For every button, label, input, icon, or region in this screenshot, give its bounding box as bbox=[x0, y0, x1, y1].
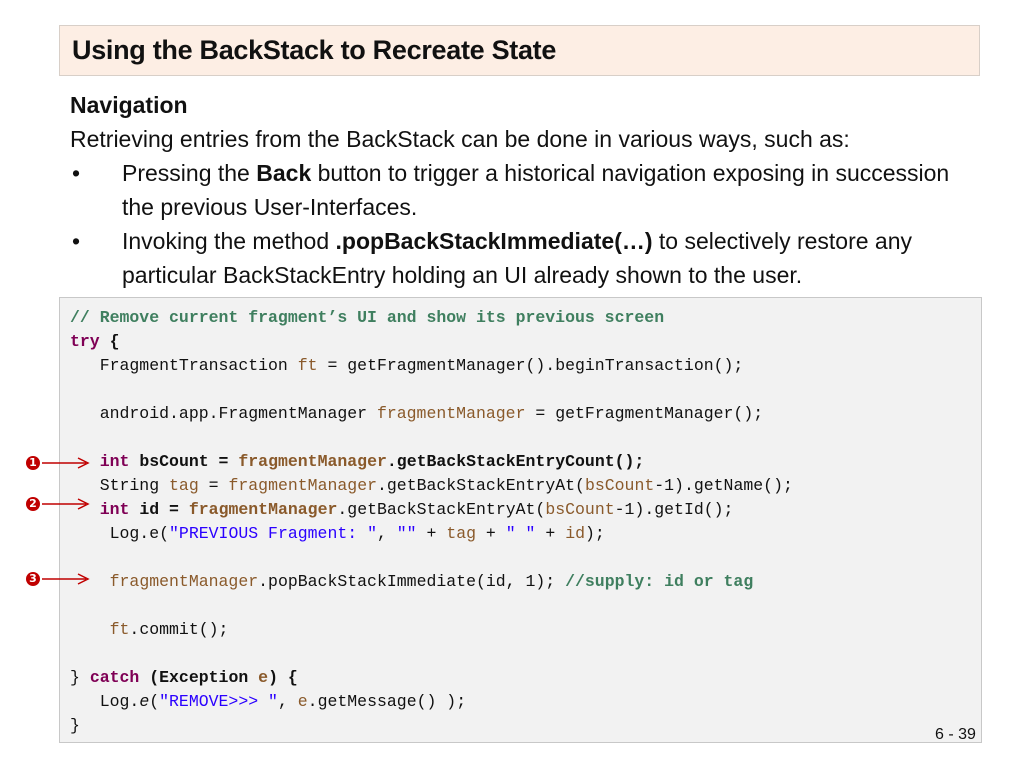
code-variable: fragmentManager bbox=[188, 500, 338, 519]
code-text: } bbox=[70, 716, 80, 735]
code-block: // Remove current fragment’s UI and show… bbox=[59, 297, 982, 743]
marker-2-icon: 2 bbox=[26, 497, 40, 511]
code-string: " " bbox=[505, 524, 536, 543]
bullet-item-popbackstack: • Invoking the method .popBackStackImmed… bbox=[70, 224, 970, 292]
code-string: "REMOVE>>> " bbox=[159, 692, 278, 711]
code-variable: id bbox=[565, 524, 585, 543]
code-text: String bbox=[70, 476, 170, 495]
bullet-text: Invoking the method bbox=[122, 228, 336, 254]
section-heading: Navigation bbox=[70, 92, 188, 118]
code-text: = getFragmentManager(); bbox=[525, 404, 764, 423]
code-text: , bbox=[277, 692, 298, 711]
code-text: = bbox=[198, 476, 229, 495]
code-text: bsCount = bbox=[129, 452, 239, 471]
code-text bbox=[70, 620, 110, 639]
marker-1-icon: 1 bbox=[26, 456, 40, 470]
bullet-text: to selectively restore any particular Ba… bbox=[122, 228, 913, 288]
code-text: + bbox=[476, 524, 506, 543]
bullet-text: button to trigger a historical navigatio… bbox=[122, 160, 950, 220]
code-italic-text: e bbox=[139, 692, 150, 711]
code-text: FragmentTransaction bbox=[70, 356, 298, 375]
code-variable: tag bbox=[169, 476, 199, 495]
code-text: .popBackStackImmediate(id, 1); bbox=[258, 572, 566, 591]
code-variable: ft bbox=[297, 356, 318, 375]
bullet-bold-text: .popBackStackImmediate(…) bbox=[335, 228, 653, 254]
code-comment: // Remove current fragment’s UI and show… bbox=[70, 308, 665, 327]
code-listing: // Remove current fragment’s UI and show… bbox=[70, 306, 793, 738]
arrow-3-icon bbox=[42, 573, 90, 585]
code-text: .getMessage() ); bbox=[307, 692, 467, 711]
code-text: + bbox=[535, 524, 566, 543]
code-variable: tag bbox=[446, 524, 477, 543]
marker-3-icon: 3 bbox=[26, 572, 40, 586]
code-variable: e bbox=[258, 668, 269, 687]
code-variable: fragmentManager bbox=[228, 476, 377, 495]
code-keyword: int bbox=[99, 452, 130, 471]
bullet-dot: • bbox=[72, 160, 81, 186]
code-text: -1).getId(); bbox=[614, 500, 734, 519]
slide-title-bar: Using the BackStack to Recreate State bbox=[59, 25, 980, 76]
code-text: , bbox=[376, 524, 397, 543]
page-number: 6 - 39 bbox=[935, 726, 976, 743]
code-keyword: int bbox=[99, 500, 130, 519]
code-variable: e bbox=[297, 692, 308, 711]
code-text: { bbox=[99, 332, 120, 351]
bullet-bold-text: Back bbox=[256, 160, 312, 186]
code-variable: bsCount bbox=[584, 476, 655, 495]
code-text: ( bbox=[149, 692, 160, 711]
bullet-text: Pressing the bbox=[122, 160, 257, 186]
code-variable: ft bbox=[109, 620, 130, 639]
code-keyword: try bbox=[70, 332, 100, 351]
code-variable: fragmentManager bbox=[376, 404, 526, 423]
code-string: "" bbox=[396, 524, 417, 543]
code-keyword: catch bbox=[89, 668, 140, 687]
code-text: ); bbox=[585, 524, 605, 543]
intro-text: Retrieving entries from the BackStack ca… bbox=[70, 126, 850, 152]
code-text: android.app.FragmentManager bbox=[70, 404, 377, 423]
code-comment: //supply: id or tag bbox=[565, 572, 754, 591]
arrow-1-icon bbox=[42, 457, 90, 469]
bullet-dot: • bbox=[72, 228, 81, 254]
code-text: Log.e( bbox=[70, 524, 170, 543]
bullet-item-back: • Pressing the Back button to trigger a … bbox=[70, 156, 970, 224]
code-text: .getBackStackEntryCount(); bbox=[386, 452, 645, 471]
code-text: Log. bbox=[70, 692, 140, 711]
code-text: .getBackStackEntryAt( bbox=[377, 476, 585, 495]
slide-body: Navigation Retrieving entries from the B… bbox=[70, 88, 970, 292]
code-text: } bbox=[70, 668, 90, 687]
code-text: = getFragmentManager().beginTransaction(… bbox=[317, 356, 744, 375]
code-text: .commit(); bbox=[129, 620, 229, 639]
code-text: id = bbox=[129, 500, 189, 519]
slide-title: Using the BackStack to Recreate State bbox=[72, 35, 557, 65]
code-text: -1).getName(); bbox=[654, 476, 793, 495]
code-variable: fragmentManager bbox=[109, 572, 259, 591]
code-text: ) { bbox=[268, 668, 298, 687]
code-variable: fragmentManager bbox=[238, 452, 387, 471]
code-text: (Exception bbox=[139, 668, 259, 687]
code-text: + bbox=[416, 524, 447, 543]
code-variable: bsCount bbox=[545, 500, 615, 519]
code-text: .getBackStackEntryAt( bbox=[337, 500, 546, 519]
code-string: "PREVIOUS Fragment: " bbox=[169, 524, 377, 543]
arrow-2-icon bbox=[42, 498, 90, 510]
